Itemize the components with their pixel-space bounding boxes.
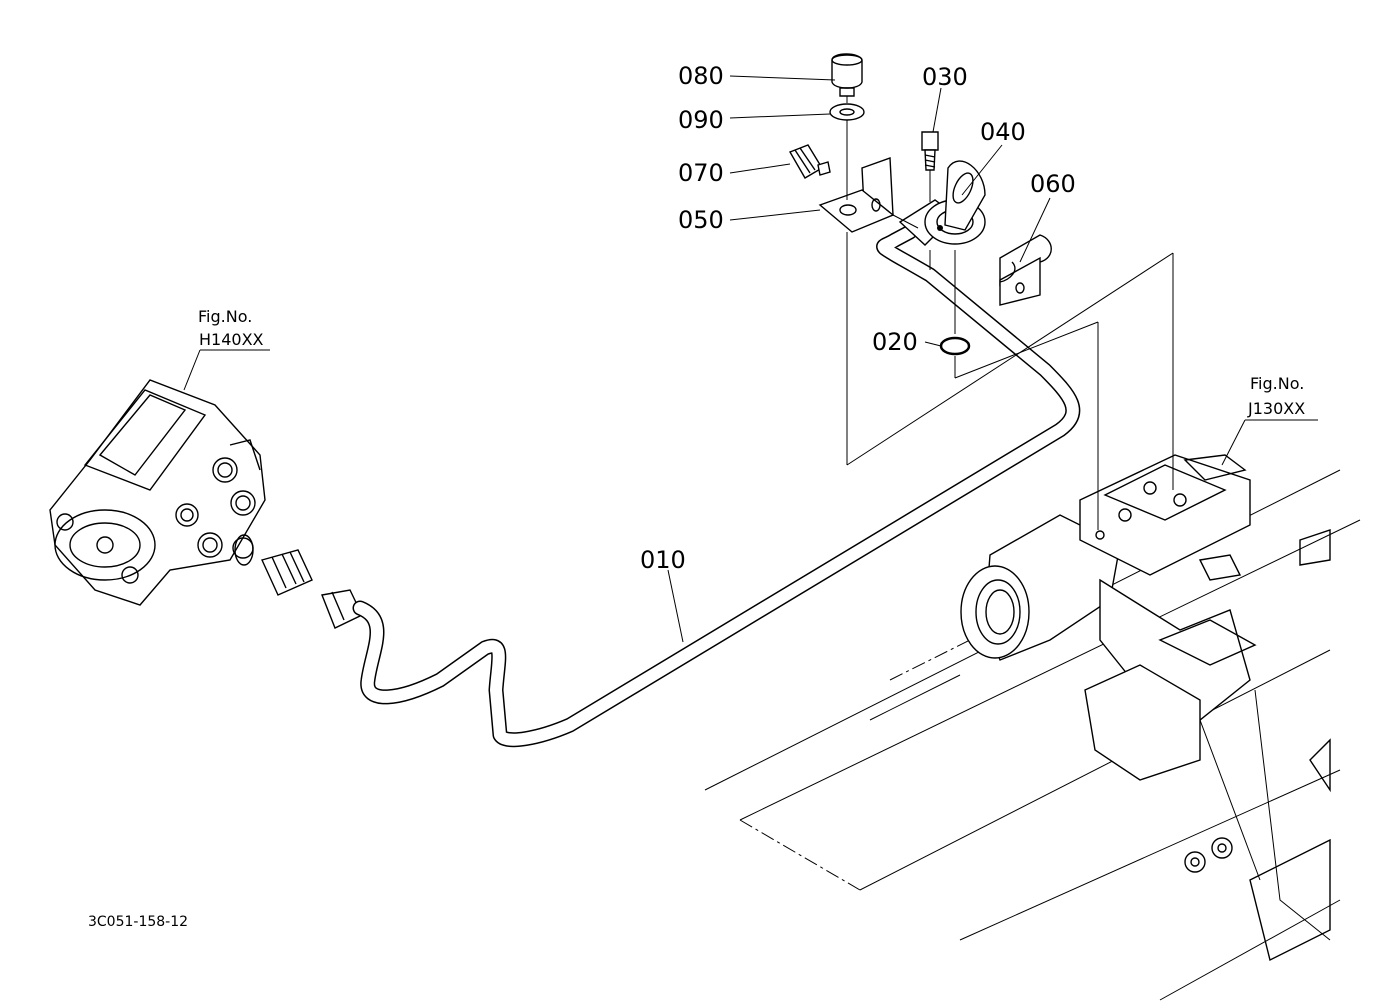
tractor-frame xyxy=(704,454,1361,1001)
pipe-adapter xyxy=(261,549,363,629)
fig-ref-left-title: Fig.No. xyxy=(198,307,252,326)
washer xyxy=(829,103,865,121)
part-labels: 080 090 070 050 030 040 060 020 010 xyxy=(640,62,1076,574)
connector-fitting xyxy=(788,144,831,179)
steering-unit xyxy=(49,379,266,606)
part-label-060[interactable]: 060 xyxy=(1030,170,1076,198)
o-ring xyxy=(939,336,971,356)
part-label-010[interactable]: 010 xyxy=(640,546,686,574)
part-label-020[interactable]: 020 xyxy=(872,328,918,356)
bracket xyxy=(818,157,895,233)
part-label-090[interactable]: 090 xyxy=(678,106,724,134)
fig-ref-right-title: Fig.No. xyxy=(1250,374,1304,393)
pipe-clamp xyxy=(999,234,1052,306)
fig-ref-right-code: J130XX xyxy=(1247,399,1305,418)
fig-ref-left-code: H140XX xyxy=(199,330,264,349)
drawing-code: 3C051-158-12 xyxy=(88,914,188,930)
part-label-040[interactable]: 040 xyxy=(980,118,1026,146)
bolt xyxy=(921,131,939,171)
leader-lines xyxy=(183,75,1318,643)
part-label-030[interactable]: 030 xyxy=(922,63,968,91)
hydraulic-pipe xyxy=(352,224,1081,748)
o-ring-steering xyxy=(234,534,254,566)
banjo-fitting xyxy=(898,160,986,246)
part-label-050[interactable]: 050 xyxy=(678,206,724,234)
fig-ref-left[interactable]: Fig.No. H140XX xyxy=(198,307,264,349)
fig-ref-right[interactable]: Fig.No. J130XX xyxy=(1247,374,1305,418)
part-label-080[interactable]: 080 xyxy=(678,62,724,90)
part-label-070[interactable]: 070 xyxy=(678,159,724,187)
plug xyxy=(831,53,863,97)
